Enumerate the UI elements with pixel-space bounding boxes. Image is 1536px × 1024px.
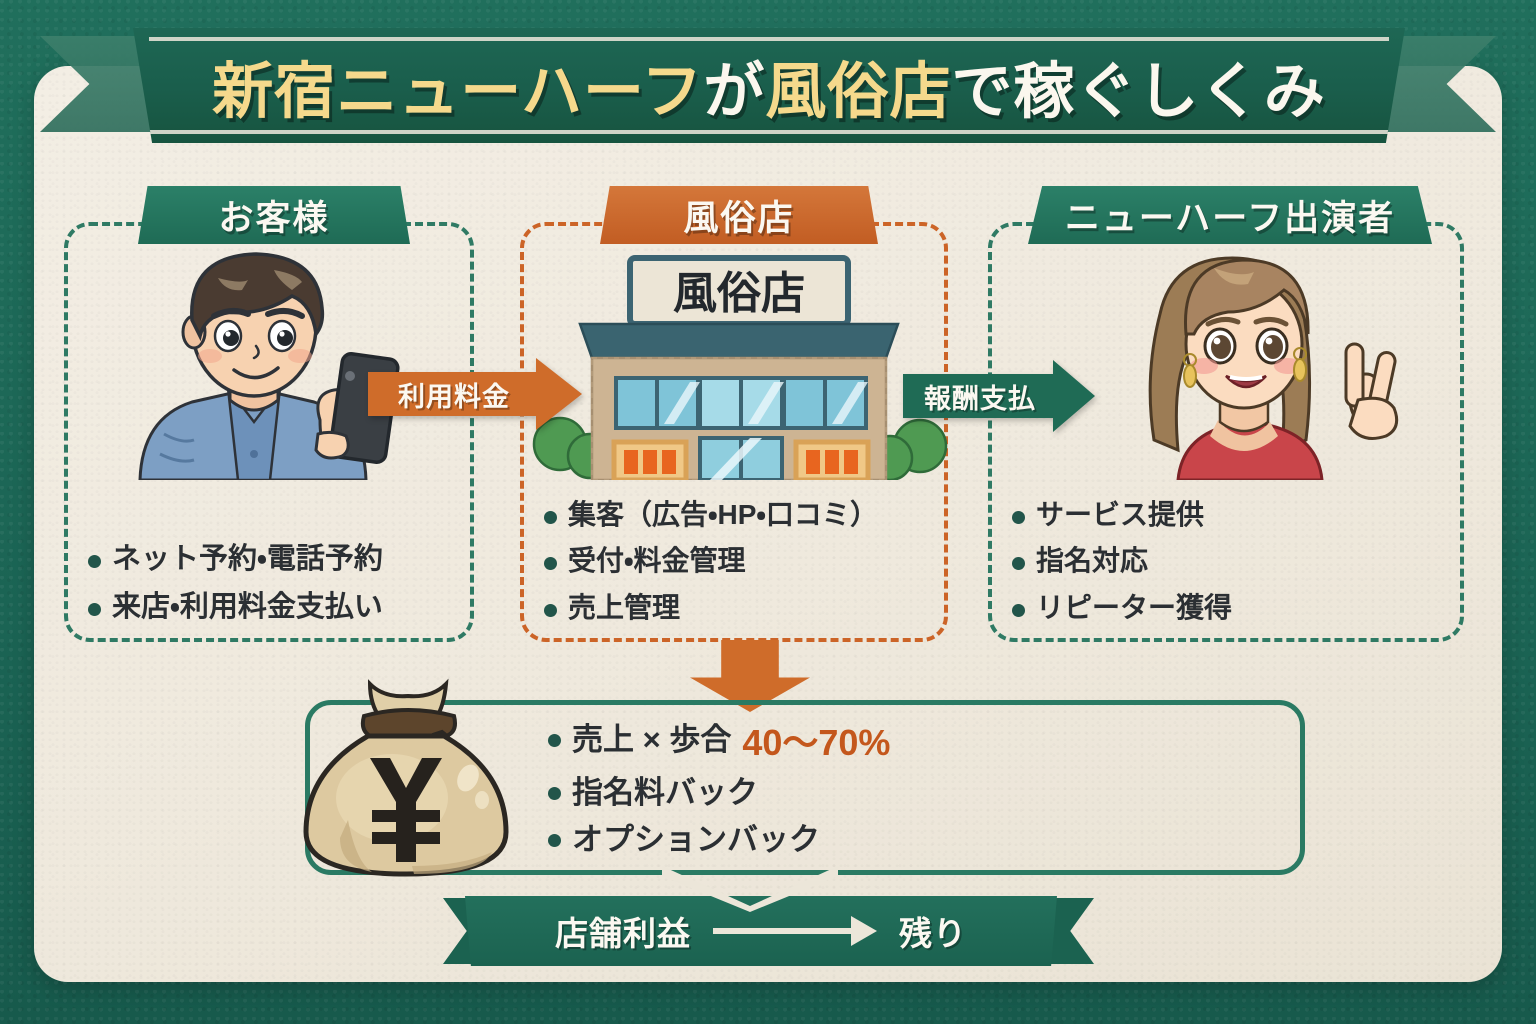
arrow-head <box>851 916 877 946</box>
column-header-performer: ニューハーフ出演者 <box>1028 186 1432 244</box>
column-customer: お客様 <box>64 186 474 642</box>
bullet-text: ネット予約・電話予約 <box>112 543 383 576</box>
flow-arrow-reward-payment: 報酬支払 <box>903 360 1095 432</box>
payout-box: 売上 × 歩合 40〜70% 指名料バック オプションバック <box>303 678 1305 877</box>
list-item: リピーター獲得 <box>1012 592 1448 624</box>
customer-bullet-list: ネット予約・電話予約 来店・利用料金支払い <box>88 543 458 624</box>
bullet-dot-icon <box>548 833 561 847</box>
bullet-dot-icon <box>544 510 557 524</box>
bullet-dot-icon <box>1012 557 1025 571</box>
title-banner: 新宿ニューハーフが風俗店で稼ぐしくみ <box>133 28 1405 143</box>
list-item: 集客（広告・HP・口コミ） <box>544 498 932 531</box>
bullet-text: 集客（広告・HP・口コミ） <box>568 498 878 530</box>
column-header-shop: 風俗店 <box>600 186 878 244</box>
bullet-text: サービス提供 <box>1036 498 1205 530</box>
page-title: 新宿ニューハーフが風俗店で稼ぐしくみ <box>212 41 1326 130</box>
list-item: 売上 × 歩合 40〜70% <box>548 722 1288 763</box>
bottom-summary-banner: 店舗利益 残り <box>465 896 1057 966</box>
arrow-head-icon <box>536 358 582 430</box>
remainder-label: 残り <box>899 915 967 952</box>
bullet-text: 売上管理 <box>568 592 681 624</box>
arrow-label: 報酬支払 <box>924 383 1036 414</box>
title-part-a: 新宿ニューハーフ <box>212 57 704 125</box>
bullet-dot-icon <box>1012 510 1025 524</box>
v-connector-icon <box>662 866 838 912</box>
performer-illustration <box>992 248 1460 482</box>
column-shop: 風俗店 風俗店 <box>520 186 948 642</box>
arrow-body: 報酬支払 <box>903 374 1053 418</box>
arrow-line <box>713 928 851 934</box>
column-header-label: お客様 <box>218 198 330 238</box>
title-part-c: 風俗店 <box>765 57 952 125</box>
column-header-label: ニューハーフ出演者 <box>1064 198 1396 238</box>
bullet-text: 指名料バック <box>572 774 758 810</box>
bullet-text: 受付・料金管理 <box>568 545 746 577</box>
column-performer: ニューハーフ出演者 <box>988 186 1464 642</box>
arrow-head-icon <box>1053 360 1095 432</box>
list-item: 受付・料金管理 <box>544 546 932 577</box>
bullet-dot-icon <box>548 734 561 747</box>
woman-peace-sign-icon <box>1148 256 1399 482</box>
bullet-text: リピーター獲得 <box>1036 592 1233 624</box>
store-profit-label: 店舗利益 <box>555 915 691 952</box>
bullet-text: オプションバック <box>572 821 820 857</box>
right-arrow-icon <box>713 916 877 946</box>
list-item: オプションバック <box>548 821 1288 857</box>
column-header-label: 風俗店 <box>683 198 795 238</box>
bullet-text: 売上 × 歩合 <box>572 722 732 757</box>
commission-rate: 40〜70% <box>742 722 891 763</box>
bullet-dot-icon <box>1012 604 1025 618</box>
bullet-dot-icon <box>548 786 561 800</box>
title-part-d: で稼ぐしくみ <box>951 57 1326 125</box>
shop-building-icon: 風俗店 <box>532 255 948 483</box>
list-item: サービス提供 <box>1012 498 1448 531</box>
flow-arrow-usage-fee: 利用料金 <box>368 358 582 430</box>
shop-illustration: 風俗店 <box>524 248 948 483</box>
title-part-b: が <box>703 57 766 125</box>
arrow-body: 利用料金 <box>368 372 536 416</box>
shop-bullet-list: 集客（広告・HP・口コミ） 受付・料金管理 売上管理 <box>544 498 932 624</box>
bullet-dot-icon <box>88 603 101 617</box>
list-item: 売上管理 <box>544 592 932 624</box>
payout-bullet-list: 売上 × 歩合 40〜70% 指名料バック オプションバック <box>548 722 1288 870</box>
bullet-dot-icon <box>88 555 101 569</box>
list-item: 指名料バック <box>548 774 1288 810</box>
bullet-dot-icon <box>544 604 557 618</box>
performer-bullet-list: サービス提供 指名対応 リピーター獲得 <box>1012 498 1448 624</box>
list-item: 指名対応 <box>1012 546 1448 577</box>
arrow-label: 利用料金 <box>398 381 510 412</box>
bullet-text: 来店・利用料金支払い <box>112 591 383 624</box>
column-header-customer: お客様 <box>138 186 410 244</box>
shop-sign-text: 風俗店 <box>673 268 805 319</box>
money-bag-yen-icon <box>303 678 509 877</box>
bullet-text: 指名対応 <box>1036 545 1149 577</box>
bullet-dot-icon <box>544 557 557 571</box>
list-item: ネット予約・電話予約 <box>88 543 458 576</box>
list-item: 来店・利用料金支払い <box>88 591 458 624</box>
